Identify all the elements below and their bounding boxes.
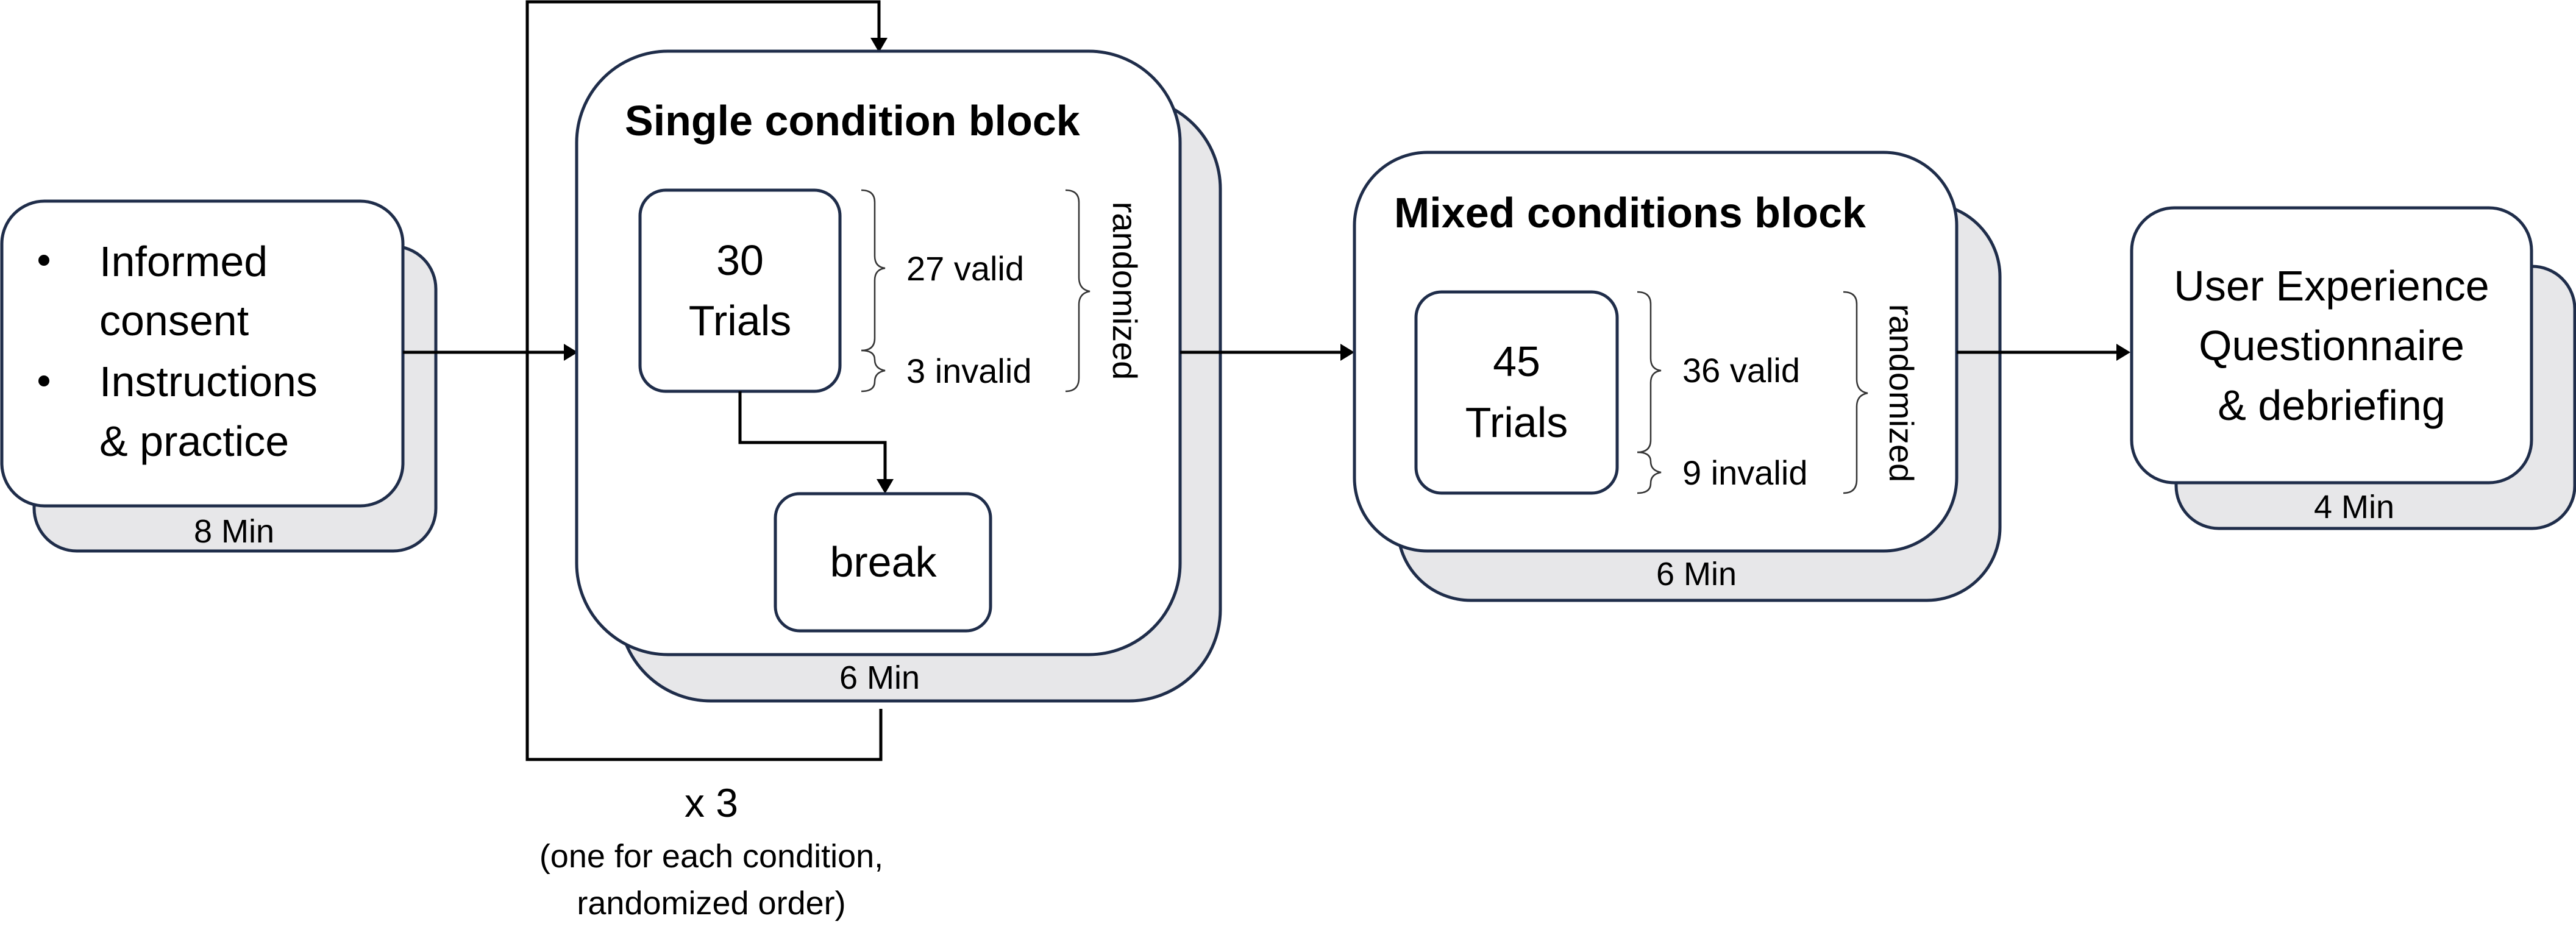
repeat-note-line-1: (one for each condition,	[539, 838, 883, 875]
arrow-mixed-to-end	[1957, 344, 2130, 361]
repeat-note-line-2: randomized order)	[577, 885, 845, 922]
repeat-count: x 3	[685, 780, 738, 825]
trials-to-break-line	[738, 391, 887, 479]
repeat-loop-line	[525, 0, 883, 761]
bullet-1-line-2: consent	[99, 297, 249, 344]
end-line-2: Questionnaire	[2199, 322, 2464, 369]
mixed-block-duration: 6 Min	[1656, 556, 1737, 592]
randomized-brace	[1843, 291, 1868, 494]
mixed-conditions-block: 6 Min Mixed conditions block 45 Trials 3…	[1353, 151, 2002, 602]
mixed-randomized-label: randomized	[1882, 304, 1921, 483]
invalid-brace	[861, 349, 886, 393]
arrow-start-to-single	[403, 344, 578, 361]
repeat-loop: x 3 (one for each condition, randomized …	[525, 0, 888, 922]
mixed-invalid-count: 9 invalid	[1682, 453, 1807, 492]
single-block-duration: 6 Min	[839, 659, 920, 696]
mixed-trials-label: Trials	[1465, 399, 1568, 446]
bullet-2-line-2: & practice	[99, 418, 289, 465]
start-step: 8 Min Informed consent Instructions & pr…	[0, 199, 438, 553]
bullet-icon	[38, 255, 49, 266]
mixed-valid-count: 36 valid	[1682, 351, 1800, 389]
start-duration: 8 Min	[194, 513, 274, 550]
single-trials-label: Trials	[689, 297, 792, 344]
valid-brace	[861, 189, 886, 352]
bullet-icon	[38, 375, 49, 386]
break-label: break	[830, 538, 937, 586]
repeat-arrowhead	[870, 38, 888, 52]
single-condition-block: 6 Min Single condition block 30 Trials 2…	[575, 49, 1222, 703]
break-arrowhead	[877, 479, 894, 494]
single-trials-count: 30	[716, 236, 764, 284]
end-step-box	[2130, 206, 2533, 485]
single-randomized-label: randomized	[1106, 202, 1144, 380]
break-box	[774, 492, 992, 633]
bullet-2-line-1: Instructions	[99, 358, 318, 405]
single-invalid-count: 3 invalid	[906, 352, 1031, 390]
single-block-title: Single condition block	[625, 97, 1080, 144]
bullet-1-line-1: Informed	[99, 238, 268, 285]
mixed-trials-box	[1414, 290, 1619, 495]
valid-brace	[1637, 291, 1662, 453]
end-step: 4 Min User Experience Questionnaire & de…	[2130, 206, 2576, 530]
single-valid-count: 27 valid	[906, 249, 1024, 288]
single-trials-box	[638, 188, 842, 393]
end-line-3: & debriefing	[2218, 382, 2446, 429]
end-duration: 4 Min	[2314, 489, 2394, 525]
mixed-trials-count: 45	[1493, 338, 1540, 385]
bullet-list: Informed consent Instructions & practice	[38, 238, 318, 465]
end-line-1: User Experience	[2174, 262, 2489, 310]
arrow-single-to-mixed	[1180, 344, 1354, 361]
invalid-brace	[1637, 451, 1662, 494]
mixed-block-title: Mixed conditions block	[1394, 189, 1866, 236]
randomized-brace	[1065, 189, 1091, 393]
